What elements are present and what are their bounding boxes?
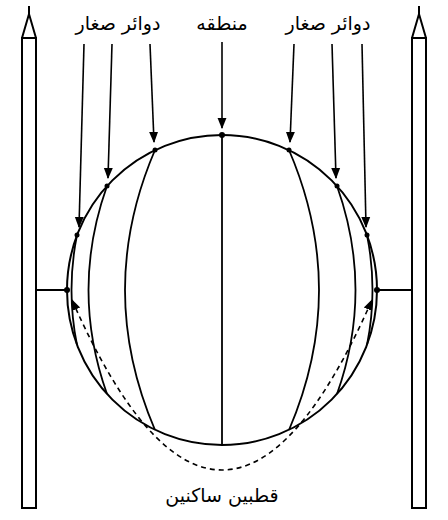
pole-stand [22, 6, 426, 508]
small-circles [72, 135, 373, 445]
fixed-poles-label: قطبین ساکنین [163, 484, 280, 507]
sphere-outline [67, 135, 377, 445]
zone-label: منطقه [194, 12, 249, 35]
small-circles-label: دوائر صغار [284, 12, 373, 35]
fixed-poles-arc [72, 300, 372, 470]
pole-dots [64, 132, 380, 293]
leader-arrows [79, 42, 366, 227]
small-circles-label: دوائر صغار [74, 12, 163, 35]
